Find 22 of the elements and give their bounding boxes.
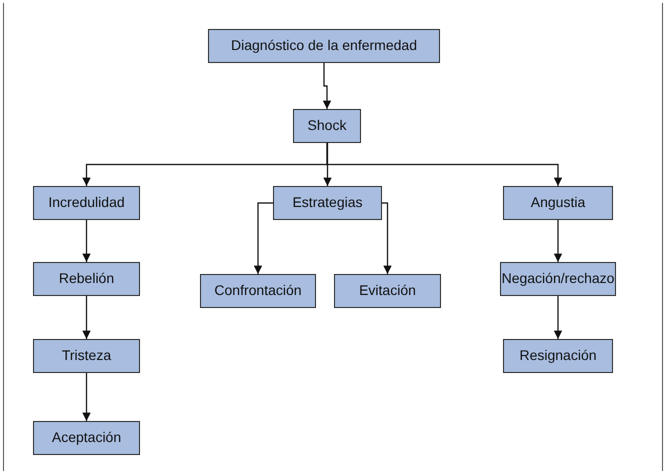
arrow (554, 296, 562, 339)
process-box: Incredulidad (33, 186, 140, 220)
process-box: Tristeza (33, 339, 140, 373)
arrow (322, 63, 332, 109)
process-box: Shock (293, 109, 361, 143)
process-box: Resignación (503, 339, 613, 373)
arrow (82, 220, 91, 262)
arrow (82, 373, 91, 421)
process-box: Rebelión (33, 262, 140, 296)
process-box: Evitación (334, 274, 441, 308)
arrow (82, 296, 91, 339)
process-box: Negación/rechazo (500, 262, 616, 296)
process-box: Confrontación (200, 274, 316, 308)
process-box: Angustia (503, 186, 613, 220)
arrow (382, 202, 392, 274)
arrow (323, 143, 332, 186)
arrow (326, 143, 562, 186)
process-box: Aceptación (33, 421, 140, 455)
arrow (554, 220, 562, 262)
process-box: Estrategias (273, 186, 382, 220)
arrow (254, 202, 273, 274)
process-box: Diagnóstico de la enfermedad (208, 29, 440, 63)
